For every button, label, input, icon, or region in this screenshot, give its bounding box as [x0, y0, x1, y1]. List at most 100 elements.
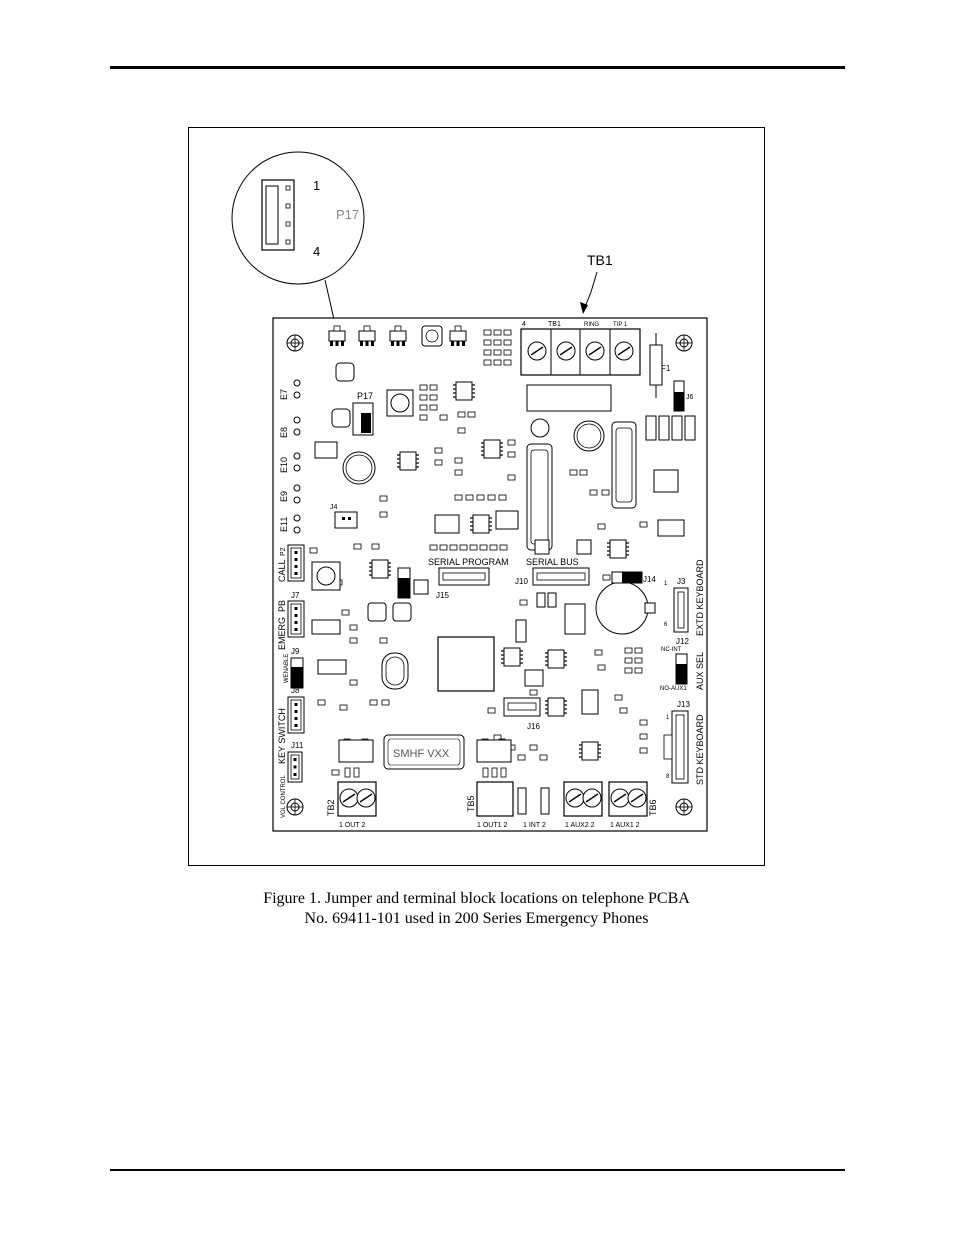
- component-box: [657, 519, 685, 537]
- j3-pin1-label: 1: [664, 581, 668, 587]
- e7-label: E7: [279, 389, 289, 400]
- header-j8: [287, 696, 305, 734]
- e10-label: E10: [279, 457, 289, 473]
- header-rule: [110, 66, 845, 69]
- board-marking: SMHF VXX: [383, 734, 465, 770]
- component-box: [495, 510, 519, 530]
- screw-icon: [627, 788, 647, 808]
- p17-connector: P17: [352, 391, 374, 436]
- mounting-hole-icon: [675, 798, 693, 816]
- large-capacitors: [367, 539, 599, 715]
- jumper-j9: [290, 657, 304, 689]
- output-chips: [338, 739, 512, 778]
- header-p2: [287, 544, 305, 582]
- pb-label: PB: [277, 600, 287, 612]
- connector-j15: J15: [436, 567, 490, 600]
- int-jumper: 1 INT 2: [517, 787, 550, 829]
- p2-label: P2: [280, 547, 287, 556]
- tb5-pins-label: 1 OUT1 2: [477, 822, 507, 829]
- jumper-j12: [675, 653, 688, 685]
- capacitor-component: [342, 451, 376, 485]
- vol-control-label: VOL CONTROL: [281, 775, 287, 818]
- screw-icon: [356, 788, 376, 808]
- ic-component: [480, 439, 504, 459]
- aux1-pins-label: 1 AUX1 2: [610, 822, 640, 829]
- tb5-label: TB5: [466, 795, 476, 812]
- battery-tab: [644, 602, 656, 614]
- fuse-f1: F1: [649, 333, 671, 398]
- ic-component: [396, 451, 420, 471]
- relay-component: [615, 427, 633, 503]
- left-jumper-pads: E7 E8 E10 E9 E11: [279, 379, 301, 534]
- no-aux1-label: NO-AUX1: [660, 686, 687, 692]
- footer-rule: [110, 1169, 845, 1171]
- wenable-label: WENABLE: [284, 654, 290, 683]
- connector-component: [314, 441, 338, 459]
- potentiometer-component: [390, 393, 410, 413]
- ic-component: [578, 741, 602, 761]
- j13-label: J13: [677, 700, 690, 709]
- extd-keyboard-label: EXTD KEYBOARD: [695, 559, 705, 636]
- screw-icon: [339, 788, 359, 808]
- screw-icon: [582, 788, 602, 808]
- callout-tb1: TB1: [587, 252, 613, 268]
- jumper-j14: J14: [611, 571, 656, 584]
- terminal-block-tb1: 4 TB1 RING TIP 1: [520, 321, 641, 376]
- capacitor-component: [576, 423, 602, 449]
- crystal-component: [331, 408, 351, 428]
- tb2-label: TB2: [326, 799, 336, 816]
- int-pins-label: 1 INT 2: [523, 822, 546, 829]
- caption-line-2: No. 69411-101 used in 200 Series Emergen…: [304, 910, 649, 927]
- battery-component: [595, 581, 649, 635]
- p17-inset: 1 4 P17: [231, 151, 365, 285]
- potentiometer-component: [311, 561, 341, 591]
- tb1-ring-label: RING: [584, 322, 599, 328]
- serial-bus-label: SERIAL BUS: [526, 557, 579, 567]
- fuse-label: F1: [661, 364, 671, 373]
- j4-label: J4: [330, 504, 338, 511]
- j12-label: J12: [676, 637, 689, 646]
- screw-icon: [614, 341, 634, 361]
- screw-icon: [610, 788, 630, 808]
- j3-pin6-label: 6: [664, 622, 668, 628]
- e9-label: E9: [279, 491, 289, 502]
- ic-component: [500, 647, 524, 667]
- nc-int-label: NC-INT: [661, 647, 682, 653]
- terminal-block-aux2: 1 AUX2 2: [563, 781, 603, 829]
- mounting-hole-icon: [286, 798, 304, 816]
- screw-icon: [527, 341, 547, 361]
- j13-pin1-label: 1: [666, 715, 670, 721]
- jumper-center: [397, 567, 411, 599]
- relay-component: [611, 421, 637, 509]
- j11-label: J11: [291, 741, 304, 750]
- ic-long: [311, 603, 586, 675]
- capacitor-row: [645, 415, 696, 441]
- crystal-component: [335, 362, 355, 382]
- transformer-component: [653, 469, 679, 493]
- tb1-pin4-label: 4: [522, 321, 526, 328]
- terminal-block-tb6: 1 AUX1 2 TB6: [608, 781, 658, 829]
- std-keyboard-label: STD KEYBOARD: [695, 714, 705, 785]
- crystal-component: [381, 652, 409, 690]
- capacitor-component: [530, 418, 550, 438]
- capacitor-component: [345, 454, 373, 482]
- key-switch-label: KEY SWITCH: [277, 708, 287, 764]
- ic-component: [469, 514, 493, 534]
- aux-sel-label: AUX SEL: [695, 652, 705, 690]
- j13-pin8-label: 8: [666, 774, 670, 780]
- mounting-hole-icon: [286, 334, 304, 352]
- call-label: CALL: [277, 559, 287, 582]
- caption-line-1: Figure 1. Jumper and terminal block loca…: [263, 890, 690, 907]
- inset-pin4-label: 4: [313, 244, 320, 259]
- j8-label: J8: [291, 686, 300, 695]
- tb1-board-label: TB1: [548, 321, 561, 328]
- e8-label: E8: [279, 427, 289, 438]
- inset-pin1-label: 1: [313, 178, 320, 193]
- screw-icon: [556, 341, 576, 361]
- e11-label: E11: [279, 517, 289, 532]
- emerg-label: EMERG: [277, 617, 287, 650]
- connector-j13: [663, 710, 689, 784]
- j6-label: J6: [686, 394, 694, 401]
- j16-label: J16: [527, 722, 540, 731]
